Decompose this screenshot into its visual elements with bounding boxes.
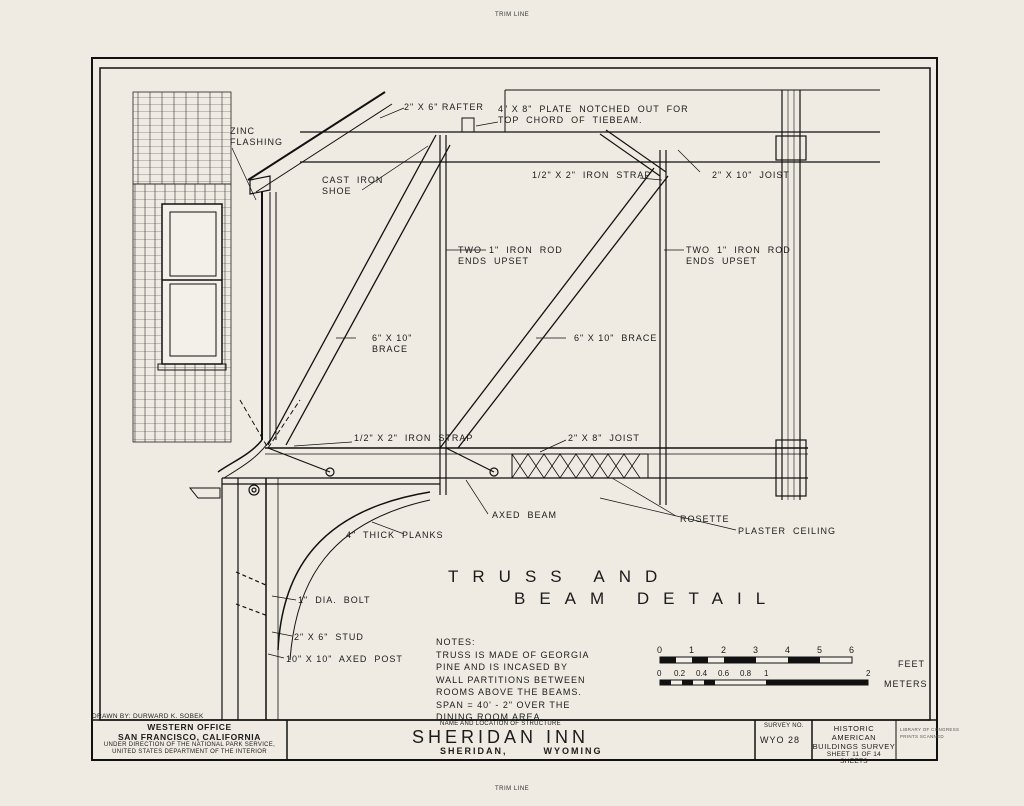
habs-line1: HISTORIC AMERICAN [831, 724, 877, 742]
label-dia-bolt: 1" DIA. BOLT [298, 595, 371, 605]
scale-feet-tick: 0 [657, 645, 664, 655]
trim-line-bottom: TRIM LINE [495, 786, 530, 792]
trim-line-top: TRIM LINE [495, 12, 530, 18]
label-axed-post: 10" X 10" AXED POST [286, 654, 403, 664]
scale-meter-tick: 0 [657, 669, 662, 678]
notes-heading: NOTES: [436, 637, 476, 647]
scale-feet-tick: 1 [689, 645, 696, 655]
knee-bracket [188, 477, 440, 720]
label-brace-right: 6" X 10" BRACE [574, 333, 658, 343]
label-stud: 2" X 6" STUD [294, 632, 364, 642]
label-plate: 4" X 8" PLATE NOTCHED OUT FOR TOP CHORD … [498, 104, 689, 125]
loc-stamp: LIBRARY OF CONGRESS PRINTS SCANNED [900, 726, 959, 740]
notes-line: DINING ROOM AREA. [436, 712, 545, 722]
roof-eave [217, 91, 393, 479]
label-thick-planks: 4" THICK PLANKS [346, 530, 444, 540]
scale-meter-tick: 1 [764, 669, 769, 678]
scale-bar-feet [659, 656, 853, 664]
office-city: SAN FRANCISCO, CALIFORNIA [118, 732, 261, 742]
office-under1: UNDER DIRECTION OF THE NATIONAL PARK SER… [103, 742, 276, 748]
label-cast-iron-shoe: CAST IRON SHOE [322, 175, 384, 196]
structure-name: SHERIDAN INN [412, 727, 590, 747]
label-rafter: 2" X 6" RAFTER [404, 102, 484, 112]
notes-line: ROOMS ABOVE THE BEAMS. [436, 687, 582, 697]
scale-meter-tick: 0.6 [718, 669, 730, 678]
label-rosette: ROSETTE [680, 514, 730, 524]
scale-meter-tick: 0.4 [696, 669, 708, 678]
label-joist-bottom: 2" X 8" JOIST [568, 433, 640, 443]
scale-feet-unit: FEET [898, 659, 926, 669]
structure-location: SHERIDAN, WYOMING [440, 746, 603, 756]
notes: NOTES: TRUSS IS MADE OF GEORGIA PINE AND… [436, 636, 590, 724]
scale-bar-meters [659, 679, 869, 686]
label-iron-strap-top: 1/2" X 2" IRON STRAP [532, 170, 652, 180]
scale-meter-tick: 2 [866, 669, 871, 678]
notes-line: SPAN = 40' - 2" OVER THE [436, 699, 571, 710]
exterior-wall [132, 91, 232, 443]
label-iron-rod-left: TWO 1" IRON ROD ENDS UPSET [458, 245, 563, 266]
scale-feet-tick: 5 [817, 645, 824, 655]
scale-feet-tick: 6 [849, 645, 856, 655]
sheet-number: SHEET 11 OF 14 SHEETS [826, 751, 882, 765]
habs-block: HISTORIC AMERICAN BUILDINGS SURVEY SHEET… [812, 724, 896, 765]
label-zinc-flashing: ZINC FLASHING [230, 126, 284, 147]
scale-feet-tick: 2 [721, 645, 728, 655]
label-iron-strap-bottom: 1/2" X 2" IRON STRAP [354, 433, 474, 443]
structure-caption: NAME AND LOCATION OF STRUCTURE [440, 721, 561, 727]
iron-rods [439, 135, 667, 505]
notes-line: PINE AND IS INCASED BY [436, 662, 569, 672]
notes-line: TRUSS IS MADE OF GEORGIA [436, 649, 590, 660]
office-name: WESTERN OFFICE [147, 722, 232, 732]
habs-line2: BUILDINGS SURVEY [812, 742, 896, 751]
notes-line: WALL PARTITIONS BETWEEN [436, 674, 586, 685]
braces [239, 134, 669, 449]
label-joist-top: 2" X 10" JOIST [712, 170, 790, 180]
label-axed-beam: AXED BEAM [492, 510, 558, 520]
scale-feet-tick: 3 [753, 645, 760, 655]
top-chord [300, 89, 880, 163]
survey-number: WYO 28 [760, 735, 801, 745]
label-plaster-ceiling: PLASTER CEILING [738, 526, 837, 536]
outer-border [91, 57, 938, 761]
office-under2: UNITED STATES DEPARTMENT OF THE INTERIOR [112, 749, 267, 755]
survey-label: SURVEY NO. [764, 723, 804, 729]
title-block-grid [92, 719, 937, 760]
scale-feet-tick: 4 [785, 645, 792, 655]
right-column [775, 90, 807, 500]
drawing-title-line1: TRUSS AND [448, 567, 672, 586]
drawn-by: DRAWN BY: DURWARD K. SOBEK [92, 713, 204, 720]
scale-meter-unit: METERS [884, 679, 928, 689]
iron-straps [267, 129, 667, 477]
axed-beam [265, 447, 808, 479]
loc-stamp-line1: LIBRARY OF CONGRESS [900, 727, 960, 732]
leader-lines [231, 107, 737, 659]
label-iron-rod-right: TWO 1" IRON ROD ENDS UPSET [686, 245, 791, 266]
loc-stamp-line2: PRINTS SCANNED [900, 734, 944, 739]
drawing-title-line2: BEAM DETAIL [514, 589, 780, 608]
scale-meter-tick: 0.2 [674, 669, 686, 678]
office-block: WESTERN OFFICE SAN FRANCISCO, CALIFORNIA… [92, 722, 287, 756]
label-brace-left: 6" X 10" BRACE [372, 333, 413, 354]
scale-meter-tick: 0.8 [740, 669, 752, 678]
